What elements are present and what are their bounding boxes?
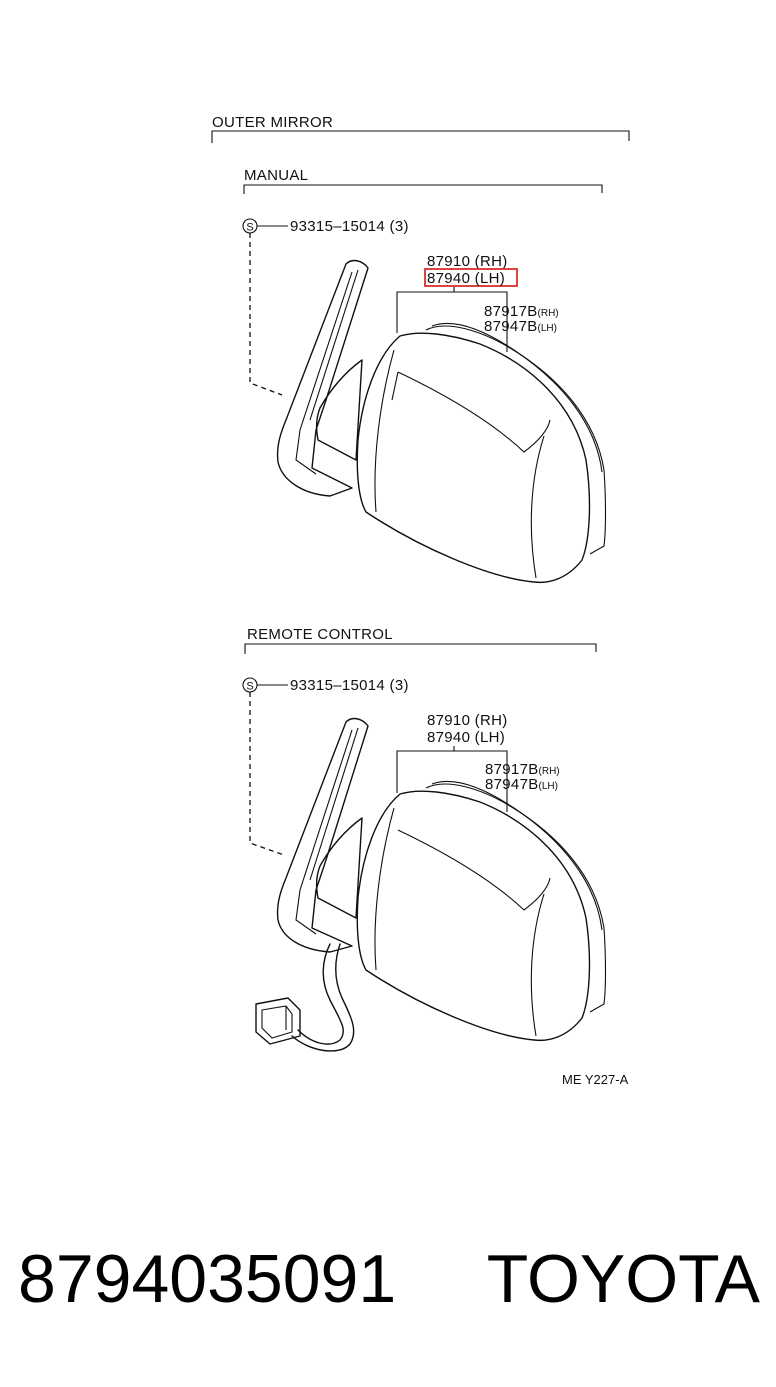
remote-bracket (244, 643, 597, 654)
screw-dashed-leader (249, 233, 283, 396)
screw-part-number: 93315–15014 (3) (290, 677, 409, 694)
glass-part-lh: 87947B(LH) (484, 318, 557, 335)
screw-dashed-leader (249, 692, 285, 856)
glass-part-rh: 87917B(RH) (484, 303, 559, 320)
group-title-remote: REMOTE CONTROL (247, 626, 393, 643)
svg-text:S: S (246, 222, 253, 234)
section-title: OUTER MIRROR (212, 114, 333, 131)
manual-bracket (243, 184, 603, 194)
section-bracket (211, 130, 630, 143)
remote-control-group: REMOTE CONTROL S 93315–15014 (3) 87910 (… (242, 626, 607, 1052)
manual-group: MANUAL S 93315–15014 (3) 87910 (RH) 8794… (242, 167, 607, 584)
screw-icon: S (242, 218, 258, 234)
figure-reference: ME Y227-A (562, 1072, 629, 1087)
footer-part-number: 8794035091 (18, 1241, 396, 1317)
mirror-part-lh: 87940 (LH) (427, 270, 505, 287)
screw-icon: S (242, 677, 258, 693)
mirror-part-lh: 87940 (LH) (427, 729, 505, 746)
remote-mirror-drawing (255, 717, 607, 1052)
svg-text:S: S (246, 681, 253, 693)
group-title-manual: MANUAL (244, 167, 308, 184)
mirror-part-rh: 87910 (RH) (427, 712, 508, 729)
glass-part-lh: 87947B(LH) (485, 776, 558, 793)
glass-part-rh: 87917B(RH) (485, 761, 560, 778)
mirror-part-rh: 87910 (RH) (427, 253, 508, 270)
mirror-leader (396, 287, 508, 352)
mirror-leader (396, 746, 508, 812)
manual-mirror-drawing (276, 259, 607, 584)
highlight-box (424, 268, 518, 287)
screw-part-number: 93315–15014 (3) (290, 218, 409, 235)
footer-brand: TOYOTA (487, 1241, 761, 1317)
